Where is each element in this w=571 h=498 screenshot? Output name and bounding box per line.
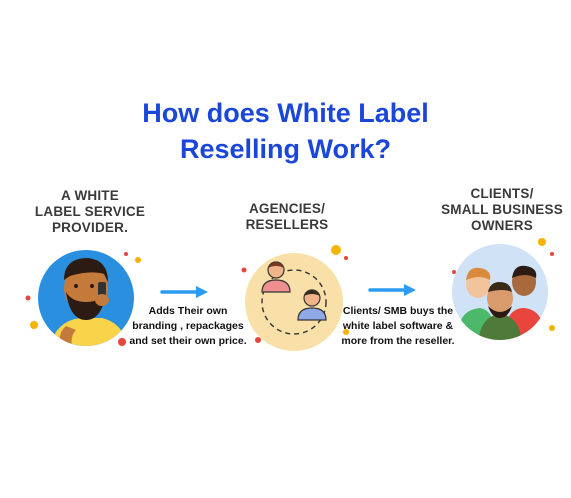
transition-1-text: Adds Their own branding , repackages and… [124, 304, 252, 349]
step-2-label-line: RESELLERS [245, 217, 329, 232]
transition-2-text: Clients/ SMB buys the white label softwa… [334, 304, 462, 349]
transition-1-line: branding , repackages [132, 320, 244, 332]
title-line-1: How does White Label [142, 98, 429, 128]
step-1-label-line: LABEL SERVICE [34, 204, 146, 219]
transition-2-line: white label software & [342, 320, 454, 332]
step-3-label-line: SMALL BUSINESS [441, 202, 563, 217]
transition-2-line: Clients/ SMB buys the [342, 305, 454, 317]
man-on-phone-icon [25, 250, 141, 346]
transition-1-line: Adds Their own [148, 305, 228, 317]
step-3-label: CLIENTS/ SMALL BUSINESS OWNERS [432, 186, 571, 234]
step-3-label-line: CLIENTS/ [470, 186, 534, 201]
step-1-label: A WHITE LABEL SERVICE PROVIDER. [20, 188, 160, 236]
arrow-right-icon [160, 286, 208, 298]
two-people-cycle-icon [241, 245, 349, 351]
step-2-label: AGENCIES/ RESELLERS [222, 201, 352, 233]
step-2-label-line: AGENCIES/ [248, 201, 326, 216]
arrow-right-icon [368, 284, 416, 296]
step-3-label-line: OWNERS [471, 218, 533, 233]
transition-1-line: and set their own price. [129, 335, 247, 347]
diagram-title: How does White Label Reselling Work? [0, 95, 571, 167]
step-1-label-line: A WHITE [61, 188, 119, 203]
step-1-label-line: PROVIDER. [51, 220, 129, 235]
three-people-group-icon [452, 238, 555, 340]
title-line-2: Reselling Work? [179, 134, 392, 164]
transition-2-line: more from the reseller. [341, 335, 455, 347]
